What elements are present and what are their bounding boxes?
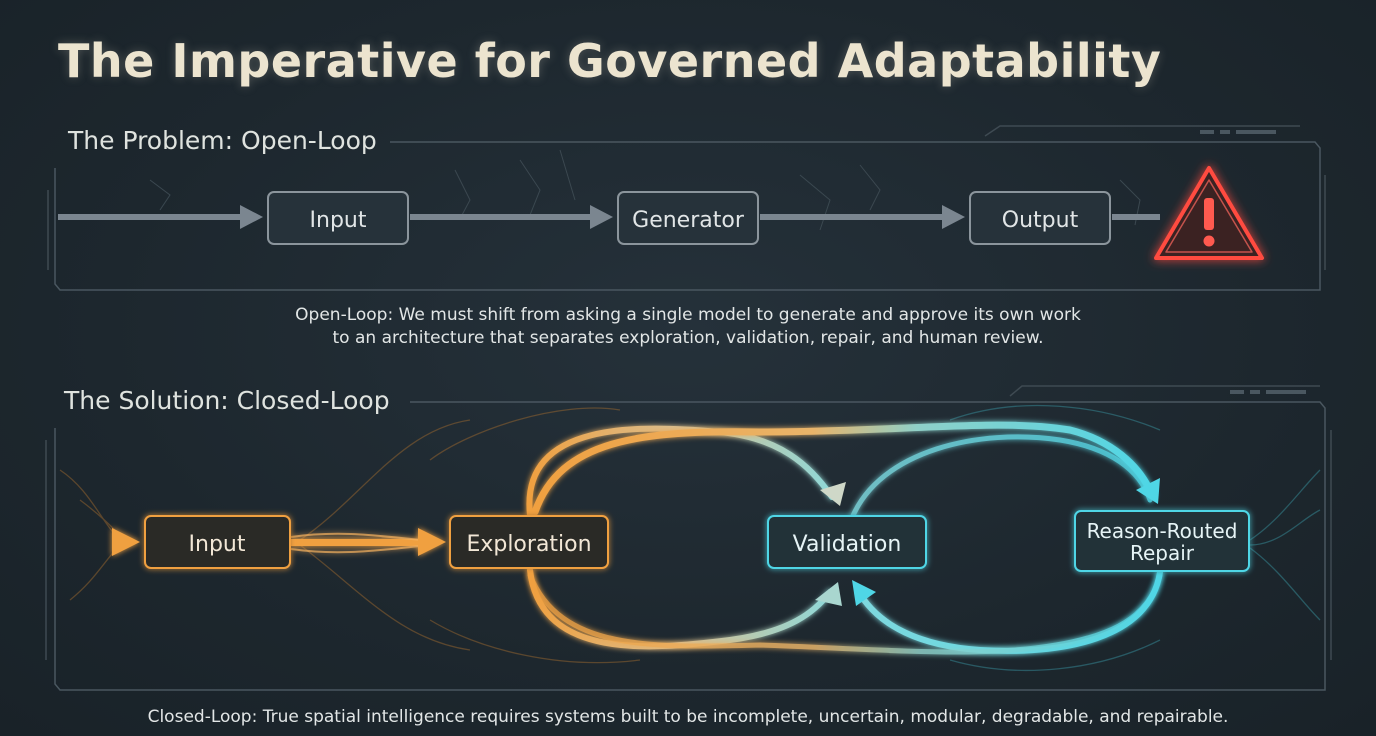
problem-arrow-3-shaft [1112, 214, 1160, 220]
problem-node-output-label: Output [1002, 208, 1079, 233]
problem-frame [47, 125, 1326, 291]
problem-node-output: Output [969, 191, 1111, 245]
problem-node-input: Input [267, 191, 409, 245]
tendrils-left [59, 407, 641, 664]
problem-node-input-label: Input [310, 208, 367, 233]
solution-connector-input-to-exploration [112, 528, 446, 556]
problem-arrow-2-head [942, 205, 965, 229]
solution-node-exploration [449, 515, 609, 569]
solution-node-validation [767, 515, 927, 569]
solution-frame [45, 385, 1332, 691]
loop-top-to-repair [531, 421, 1156, 516]
solution-arrow-1-head [418, 528, 446, 556]
loop-repair-validation-lower [857, 569, 1163, 654]
solution-loop-arcs [526, 421, 1163, 655]
solution-caption-text: Closed-Loop: True spatial intelligence r… [147, 707, 1229, 727]
problem-arrow-start-head [240, 205, 263, 229]
problem-caption: Open-Loop: We must shift from asking a s… [0, 304, 1376, 350]
loop-exploration-validation-lower [527, 567, 833, 650]
problem-arrow-1-head [590, 205, 613, 229]
solution-node-exploration-label: Exploration [466, 532, 591, 557]
loop-repair-validation-lower-head [852, 580, 876, 606]
problem-node-generator: Generator [617, 191, 759, 245]
solution-node-input [144, 515, 291, 569]
loop-validation-repair-upper [849, 434, 1153, 521]
warning-triangle-icon [1154, 166, 1264, 260]
tendrils-right [949, 404, 1321, 672]
problem-frame-ticks [1200, 130, 1276, 134]
solution-node-repair-label-line2: Repair [1130, 541, 1195, 565]
solution-node-input-label: Input [189, 532, 246, 557]
problem-arrow-1-shaft [410, 214, 593, 220]
solution-node-validation-label: Validation [793, 532, 902, 557]
page-title: The Imperative for Governed Adaptability [58, 34, 1162, 88]
problem-connectors [58, 205, 1160, 229]
solution-frame-ticks [1230, 390, 1306, 394]
problem-arrow-start-shaft [58, 214, 243, 220]
problem-caption-line1: Open-Loop: We must shift from asking a s… [295, 305, 1081, 325]
solution-caption: Closed-Loop: True spatial intelligence r… [0, 706, 1376, 729]
solution-arrow-start-head [112, 528, 140, 556]
loop-exploration-validation-upper-head [820, 482, 846, 506]
solution-node-repair-label-line1: Reason-Routed [1087, 519, 1238, 543]
loop-exploration-validation-upper [526, 425, 835, 518]
loop-exploration-validation-lower-head [815, 582, 842, 606]
problem-heading: The Problem: Open-Loop [68, 126, 377, 155]
problem-caption-line2: to an architecture that separates explor… [332, 328, 1044, 348]
solution-heading: The Solution: Closed-Loop [64, 386, 390, 415]
problem-node-generator-label: Generator [632, 208, 745, 233]
problem-arrow-2-shaft [760, 214, 945, 220]
loop-bottom-long [527, 572, 1163, 655]
solution-node-repair [1074, 510, 1250, 572]
